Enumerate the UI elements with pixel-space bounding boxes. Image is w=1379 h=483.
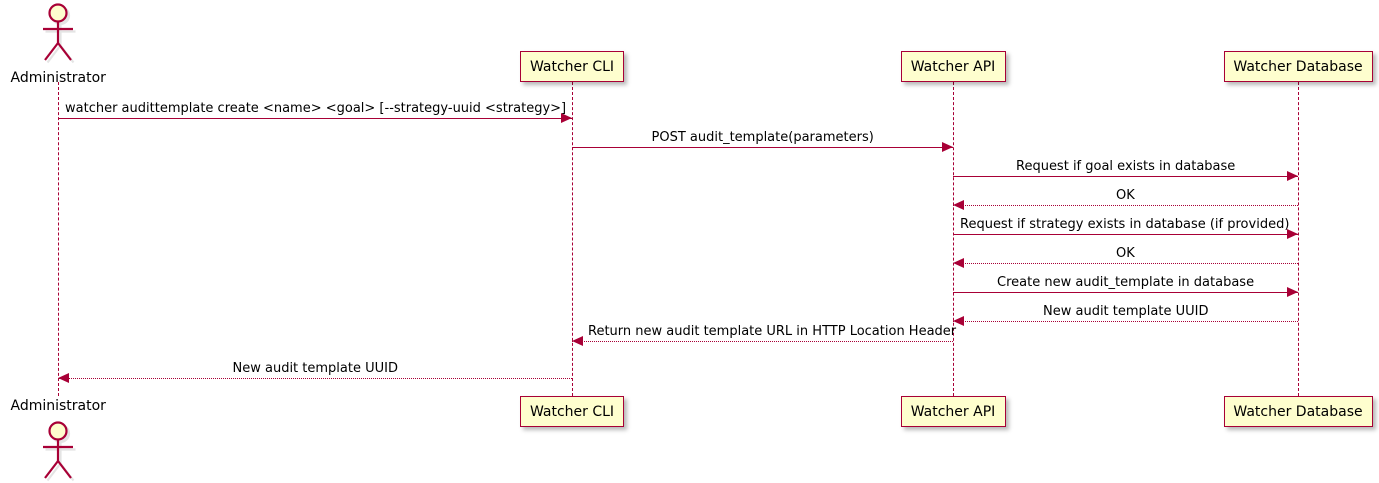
message-label-6: OK xyxy=(1116,246,1135,261)
participant-label-admin-top: Administrator xyxy=(10,70,106,86)
message-arrowhead-2 xyxy=(942,142,953,152)
message-label-7: Create new audit_template in database xyxy=(997,275,1255,290)
message-arrowhead-1 xyxy=(561,113,572,123)
message-label-9: Return new audit template URL in HTTP Lo… xyxy=(588,324,957,339)
message-line-7 xyxy=(953,292,1298,293)
actor-icon-admin-bottom xyxy=(37,420,79,483)
message-label-1: watcher audittemplate create <name> <goa… xyxy=(65,101,567,116)
message-line-8 xyxy=(953,321,1298,322)
message-arrowhead-4 xyxy=(953,200,964,210)
message-line-6 xyxy=(953,263,1298,264)
message-label-4: OK xyxy=(1116,188,1135,203)
message-line-10 xyxy=(58,378,572,379)
lifeline-db xyxy=(1298,82,1299,396)
actor-icon-admin-top xyxy=(37,2,79,68)
message-arrowhead-7 xyxy=(1287,287,1298,297)
message-line-5 xyxy=(953,234,1298,235)
message-line-1 xyxy=(58,118,572,119)
lifeline-admin xyxy=(58,82,59,396)
message-arrowhead-6 xyxy=(953,258,964,268)
message-arrowhead-8 xyxy=(953,316,964,326)
message-label-5: Request if strategy exists in database (… xyxy=(960,217,1290,232)
message-arrowhead-9 xyxy=(572,336,583,346)
participant-box-api-top[interactable]: Watcher API xyxy=(900,51,1006,82)
lifeline-api xyxy=(953,82,954,396)
participant-box-api-bottom[interactable]: Watcher API xyxy=(900,396,1006,427)
participant-box-db-top[interactable]: Watcher Database xyxy=(1223,51,1373,82)
participant-box-cli-top[interactable]: Watcher CLI xyxy=(520,51,624,82)
message-arrowhead-10 xyxy=(58,373,69,383)
message-line-4 xyxy=(953,205,1298,206)
message-line-3 xyxy=(953,176,1298,177)
message-line-2 xyxy=(572,147,953,148)
message-line-9 xyxy=(572,341,953,342)
message-arrowhead-3 xyxy=(1287,171,1298,181)
lifeline-cli xyxy=(572,82,573,396)
participant-box-cli-bottom[interactable]: Watcher CLI xyxy=(520,396,624,427)
message-label-8: New audit template UUID xyxy=(1043,304,1209,319)
message-label-3: Request if goal exists in database xyxy=(1016,159,1236,174)
message-label-10: New audit template UUID xyxy=(232,361,398,376)
message-arrowhead-5 xyxy=(1287,229,1298,239)
participant-box-db-bottom[interactable]: Watcher Database xyxy=(1223,396,1373,427)
message-label-2: POST audit_template(parameters) xyxy=(651,130,874,145)
participant-label-admin-bottom: Administrator xyxy=(10,398,106,414)
